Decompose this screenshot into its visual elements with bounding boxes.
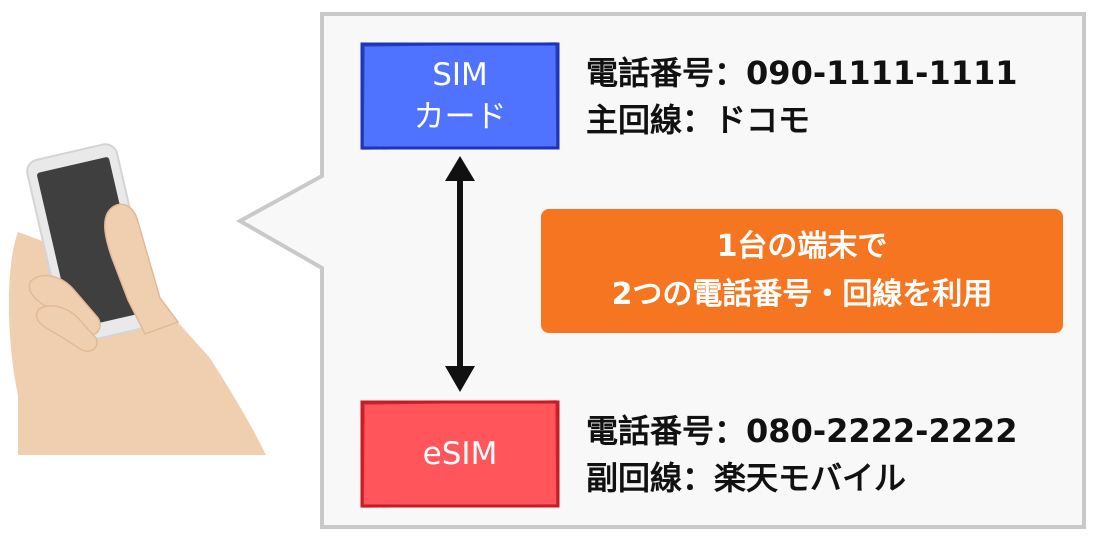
esim-label: eSIM xyxy=(422,436,498,472)
esim-phone-row: 電話番号：080-2222-2222 xyxy=(586,408,1018,455)
finger xyxy=(35,305,98,352)
note-line1: 1台の端末で xyxy=(716,229,888,264)
esim-line-label: 副回線 xyxy=(586,459,683,497)
separator: ： xyxy=(714,54,747,92)
note-box: 1台の端末で 2つの電話番号・回線を利用 xyxy=(541,209,1063,333)
separator: ： xyxy=(682,459,715,497)
sim-card-phone-row: 電話番号：090-1111-1111 xyxy=(586,50,1018,97)
esim-line-row: 副回線：楽天モバイル xyxy=(586,455,1018,502)
esim-info: 電話番号：080-2222-2222 副回線：楽天モバイル xyxy=(586,408,1018,502)
note-line2: 2つの電話番号・回線を利用 xyxy=(611,277,993,312)
sim-card-label-line2: カード xyxy=(413,99,507,135)
sim-card-line-label: 主回線 xyxy=(586,101,683,139)
esim-carrier: 楽天モバイル xyxy=(714,459,907,497)
esim-phone-number: 080-2222-2222 xyxy=(746,412,1018,450)
esim-sketch-border xyxy=(362,400,558,508)
esim-phone-label: 電話番号 xyxy=(586,412,715,450)
separator: ： xyxy=(682,101,715,139)
sim-card-label: SIM カード xyxy=(362,44,558,148)
separator: ： xyxy=(714,412,747,450)
sim-card-phone-label: 電話番号 xyxy=(586,54,715,92)
sim-card-label-line1: SIM xyxy=(432,57,488,93)
sim-card-carrier: ドコモ xyxy=(714,101,811,139)
sim-card-box xyxy=(360,42,560,150)
esim-box xyxy=(360,400,560,508)
sim-card-info: 電話番号：090-1111-1111 主回線：ドコモ xyxy=(586,50,1018,144)
sim-card-sketch-border xyxy=(362,42,558,150)
double-arrow-icon xyxy=(445,156,475,392)
thumb xyxy=(104,203,180,335)
finger xyxy=(28,274,101,336)
hand-holding-phone-illustration xyxy=(8,143,266,455)
sim-card-line-row: 主回線：ドコモ xyxy=(586,97,1018,144)
sim-card-phone-number: 090-1111-1111 xyxy=(746,54,1018,92)
